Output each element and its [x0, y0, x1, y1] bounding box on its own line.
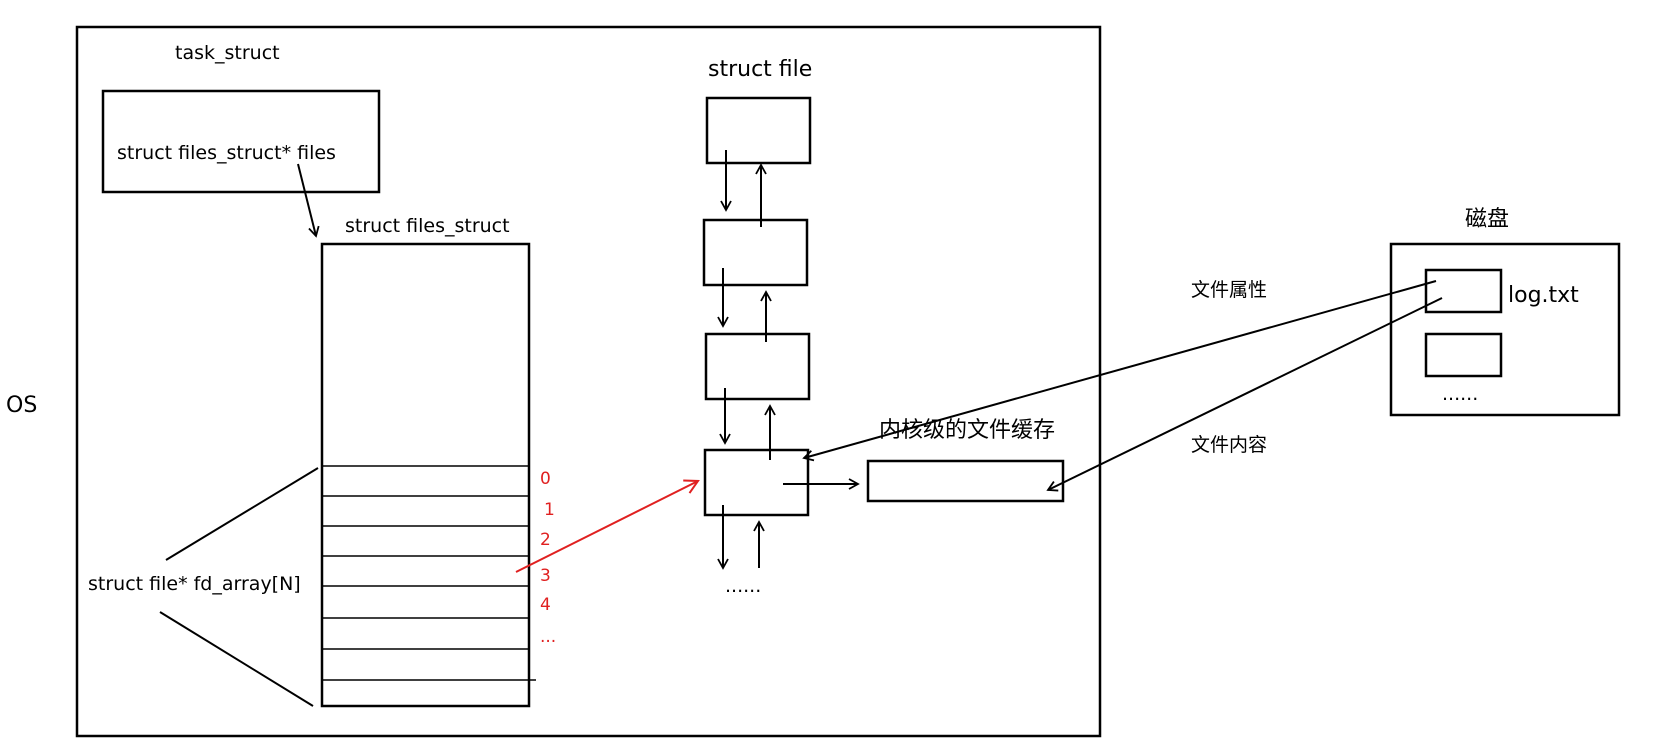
fd3-to-file-arrow [515, 481, 698, 573]
struct-file-label: struct file [708, 57, 812, 82]
files-struct-label: struct files_struct [345, 215, 510, 237]
file-list-more: ...... [725, 575, 761, 597]
log-file-box [1424, 268, 1503, 314]
fd-index-0: 0 [540, 469, 551, 489]
fd-array-rows [322, 465, 536, 681]
fd-index-more: ... [540, 627, 556, 647]
files-field-label: struct files_struct* files [117, 142, 336, 164]
struct-file-box-2 [702, 218, 809, 287]
fd-array-label: struct file* fd_array[N] [88, 573, 301, 595]
kernel-cache-label: 内核级的文件缓存 [879, 418, 1055, 443]
fd-array-brace-top [165, 467, 319, 561]
disk-box [1389, 242, 1621, 417]
content-arrow [1046, 297, 1443, 492]
log-file-label: log.txt [1508, 283, 1579, 308]
disk-more: ...... [1442, 383, 1478, 405]
struct-file-box-1 [705, 96, 812, 165]
attr-arrow [802, 280, 1437, 462]
task-struct-box [101, 89, 381, 194]
kernel-cache-box [866, 459, 1065, 503]
fd-array-brace-bottom [159, 611, 314, 707]
fd-index-4: 4 [540, 595, 551, 615]
struct-file-box-3 [704, 332, 811, 401]
os-label: OS [6, 393, 37, 418]
task-struct-label: task_struct [175, 42, 280, 64]
files-struct-box [320, 242, 531, 708]
files-pointer-arrow [297, 163, 320, 238]
file-attr-label: 文件属性 [1191, 279, 1267, 301]
fd-index-3: 3 [540, 566, 551, 586]
fd-index-2: 2 [540, 530, 551, 550]
struct-file-box-4 [703, 448, 810, 517]
fd-index-1: 1 [544, 500, 555, 520]
file-content-label: 文件内容 [1191, 434, 1267, 456]
os-boundary-box [75, 25, 1102, 738]
disk-label: 磁盘 [1465, 207, 1509, 232]
disk-file-box-2 [1424, 332, 1503, 378]
